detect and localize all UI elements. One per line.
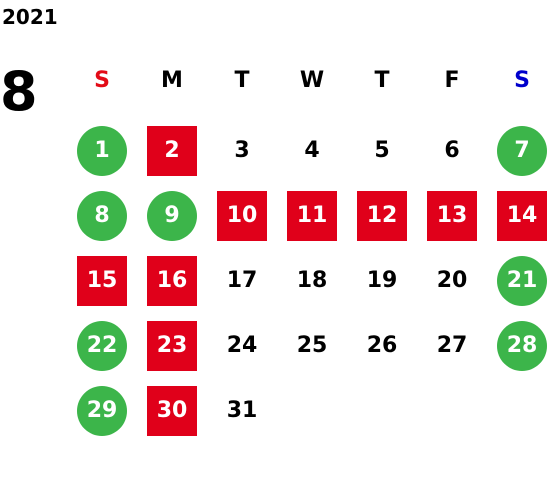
weekday-wednesday: W	[299, 68, 325, 93]
day-cell: 29	[67, 378, 137, 443]
day-cell: 28	[487, 313, 548, 378]
weekday-header-row: S M T W T F S	[67, 64, 548, 98]
day-cell: 11	[277, 183, 347, 248]
day-cell: 18	[277, 248, 347, 313]
weekday-friday: F	[444, 68, 460, 93]
day-cell: 5	[347, 118, 417, 183]
day-plain[interactable]: 24	[226, 333, 258, 358]
day-cell: 7	[487, 118, 548, 183]
weekday-thursday: T	[374, 68, 390, 93]
day-circle[interactable]: 9	[147, 190, 197, 241]
day-plain[interactable]: 27	[436, 333, 468, 358]
day-circle[interactable]: 29	[77, 385, 127, 436]
day-cell: 1	[67, 118, 137, 183]
day-cell: 2	[137, 118, 207, 183]
day-circle[interactable]: 21	[497, 255, 547, 306]
day-plain[interactable]: 5	[374, 138, 390, 163]
day-cell: 10	[207, 183, 277, 248]
weekday-saturday: S	[514, 68, 530, 93]
weekday-tuesday: T	[234, 68, 250, 93]
day-cell: 6	[417, 118, 487, 183]
day-circle[interactable]: 28	[497, 320, 547, 371]
day-cell: 26	[347, 313, 417, 378]
day-plain[interactable]: 4	[304, 138, 320, 163]
day-cell: 21	[487, 248, 548, 313]
day-square[interactable]: 10	[217, 190, 267, 241]
day-square[interactable]: 15	[77, 255, 127, 306]
day-square[interactable]: 16	[147, 255, 197, 306]
day-square[interactable]: 14	[497, 190, 547, 241]
day-circle[interactable]: 8	[77, 190, 127, 241]
day-cell: 30	[137, 378, 207, 443]
day-cell: 4	[277, 118, 347, 183]
day-cell: 20	[417, 248, 487, 313]
day-cell: 8	[67, 183, 137, 248]
year-label: 2021	[2, 5, 58, 29]
day-square[interactable]: 30	[147, 385, 197, 436]
day-cell: 31	[207, 378, 277, 443]
weekday-monday: M	[161, 68, 183, 93]
day-cell: 17	[207, 248, 277, 313]
day-square[interactable]: 12	[357, 190, 407, 241]
day-cell: 3	[207, 118, 277, 183]
day-square[interactable]: 11	[287, 190, 337, 241]
day-plain[interactable]: 31	[226, 398, 258, 423]
day-cell: 9	[137, 183, 207, 248]
day-cell: 13	[417, 183, 487, 248]
day-plain[interactable]: 26	[366, 333, 398, 358]
day-plain[interactable]: 3	[234, 138, 250, 163]
day-cell: 15	[67, 248, 137, 313]
day-square[interactable]: 13	[427, 190, 477, 241]
day-circle[interactable]: 7	[497, 125, 547, 176]
day-cell: 22	[67, 313, 137, 378]
day-cell: 12	[347, 183, 417, 248]
day-plain[interactable]: 19	[366, 268, 398, 293]
month-number: 8	[0, 60, 38, 123]
day-plain[interactable]: 25	[296, 333, 328, 358]
day-circle[interactable]: 1	[77, 125, 127, 176]
day-cell: 23	[137, 313, 207, 378]
weekday-sunday: S	[94, 68, 110, 93]
day-plain[interactable]: 17	[226, 268, 258, 293]
day-plain[interactable]: 6	[444, 138, 460, 163]
day-plain[interactable]: 20	[436, 268, 468, 293]
day-cell: 24	[207, 313, 277, 378]
day-plain[interactable]: 18	[296, 268, 328, 293]
day-cell: 16	[137, 248, 207, 313]
day-cell: 19	[347, 248, 417, 313]
day-cell: 25	[277, 313, 347, 378]
day-cell: 27	[417, 313, 487, 378]
day-cell: 14	[487, 183, 548, 248]
day-square[interactable]: 23	[147, 320, 197, 371]
day-circle[interactable]: 22	[77, 320, 127, 371]
day-square[interactable]: 2	[147, 125, 197, 176]
